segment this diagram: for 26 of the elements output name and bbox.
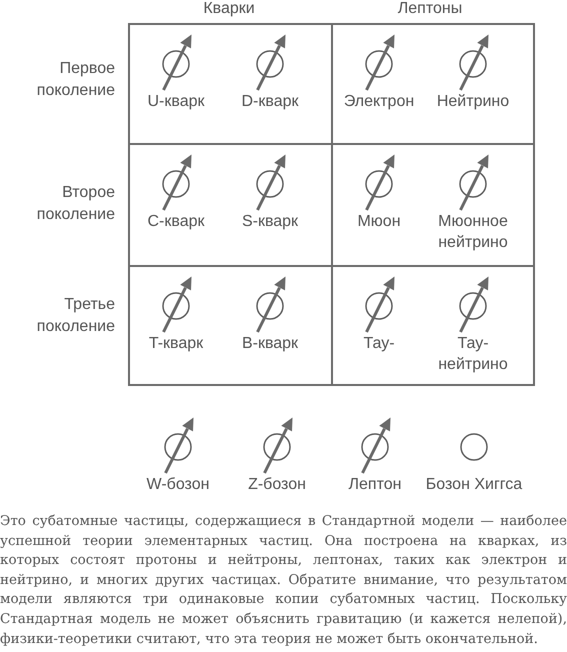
caption-text: Это субатомные частицы, содержащиеся в Стандартной модели — наиболее успешной теории элементарных частиц. Она построена на кварках, из которых состоят протоны и нейтроны, лептонах, таких как электрон и нейтрино, и многих других частицах. Обратите внимание, что результатом модели являются три одинаковые копии субатомных частиц. Поскольку Стандартная модель не может объяснить гравитацию (и кажется нелепой), физики-теоретики считают, что эта теория не может быть окончательной. <box>0 512 567 649</box>
row-header: Первое поколение <box>36 59 115 101</box>
particle-label: B-кварк <box>240 334 300 354</box>
column-header: Кварки <box>202 0 256 17</box>
particle-label: Z-бозон <box>247 475 307 495</box>
particle-label: Электрон <box>342 92 416 112</box>
particle-label: Лептон <box>348 475 402 495</box>
grid-cell <box>128 265 333 386</box>
grid-cell <box>128 23 333 145</box>
particle-label: D-кварк <box>240 92 300 112</box>
particle-label: C-кварк <box>146 212 206 232</box>
particle-label: Тау-нейтрино <box>437 334 509 375</box>
column-header: Лептоны <box>396 0 464 17</box>
particle-label: W-бозон <box>146 475 210 495</box>
particle-label: S-кварк <box>240 212 300 232</box>
particle-label: Мюон <box>356 212 402 232</box>
grid-cell <box>331 265 535 386</box>
particle-label: Бозон Хиггса <box>424 475 524 495</box>
row-header: Второе поколение <box>36 183 115 225</box>
particle-label: U-кварк <box>146 92 206 112</box>
particle-label: Мюонное нейтрино <box>437 212 509 253</box>
particle-label: T-кварк <box>148 334 204 354</box>
particle-label: Нейтрино <box>436 92 510 112</box>
particle-label: Тау- <box>362 334 396 354</box>
row-header: Третье поколение <box>36 295 115 337</box>
grid-cell <box>331 23 535 145</box>
